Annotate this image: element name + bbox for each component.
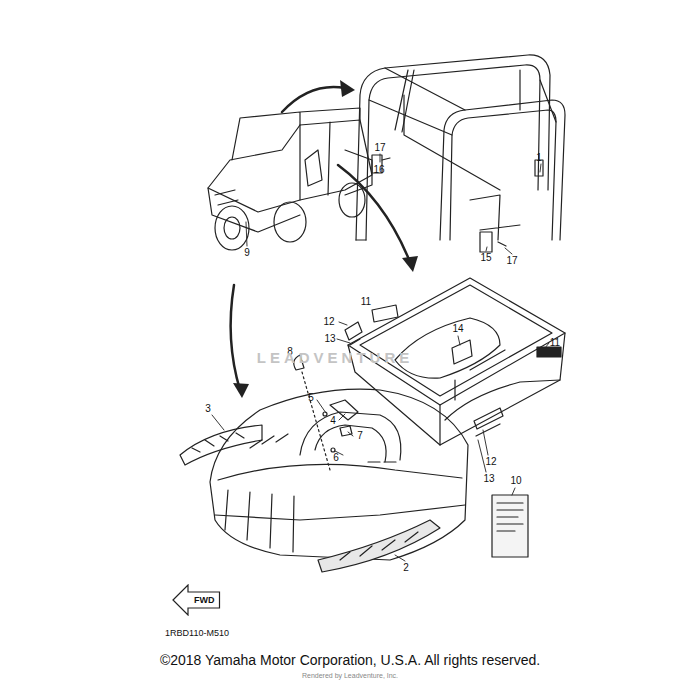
callout-number: 17 (374, 143, 385, 153)
callout-number: 17 (506, 256, 517, 266)
callout-number: 3 (205, 404, 211, 414)
callout-number: 11 (550, 338, 560, 348)
callout-number: 1 (536, 153, 542, 163)
leader-lines (212, 154, 549, 561)
callout-number: 7 (357, 431, 363, 441)
watermark: LEADVENTURE (257, 350, 414, 365)
callout-number: 10 (510, 476, 521, 486)
callout-number: 6 (333, 453, 339, 463)
roll-cage (356, 55, 565, 252)
arrow-label: FWD (189, 595, 220, 605)
drawing-code: 1RBD110-M510 (165, 629, 229, 638)
callout-number: 12 (323, 317, 334, 327)
callout-number: 9 (244, 248, 250, 258)
decal-strips (180, 425, 528, 572)
arrow-shape (173, 585, 220, 615)
callout-number: 16 (373, 165, 384, 175)
pointer-arrows (231, 87, 410, 390)
callout-number: 14 (452, 324, 463, 334)
callout-number: 13 (483, 474, 494, 484)
callout-number: 13 (324, 334, 335, 344)
vehicle-overview (208, 108, 372, 250)
direction-arrow: FWD (172, 584, 221, 616)
callout-number: 15 (480, 253, 491, 263)
arrow-heads (233, 80, 418, 398)
callout-number: 5 (308, 393, 314, 403)
copyright-caption: ©2018 Yamaha Motor Corporation, U.S.A. A… (160, 653, 540, 667)
callout-number: 11 (361, 297, 371, 307)
callout-number: 4 (330, 416, 336, 426)
renderer-note: Rendered by Leadventure, Inc. (302, 672, 398, 679)
callout-number: 2 (403, 563, 409, 573)
callout-number: 12 (485, 457, 496, 467)
